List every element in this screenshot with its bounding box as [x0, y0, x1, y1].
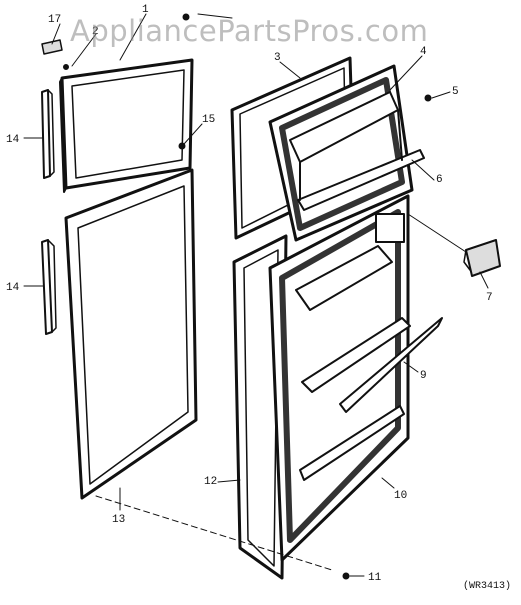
callout-13: 13: [112, 514, 125, 526]
callout-10: 10: [394, 490, 407, 502]
callout-2: 2: [92, 26, 99, 38]
callout-3: 3: [274, 52, 281, 64]
freezer-handle: [41, 89, 55, 179]
callout-12: 12: [204, 476, 217, 488]
hinge-pieces: [41, 13, 190, 150]
freezer-inner-liner: [268, 64, 425, 242]
callout-labels: 1 2 3 4 5 6 7 9 10 11 12 13 14 14 15 17: [6, 4, 493, 584]
callout-11: 11: [368, 572, 382, 584]
callout-5: 5: [452, 86, 459, 98]
callout-14-upper: 14: [6, 134, 20, 146]
callout-17: 17: [48, 14, 61, 26]
freezer-door-panel: [59, 58, 194, 193]
callout-14-lower: 14: [6, 282, 20, 294]
fresh-food-handle: [41, 239, 57, 335]
diagram-code: (WR3413): [462, 581, 511, 592]
callout-7: 7: [486, 292, 493, 304]
watermark: AppliancePartsPros.com: [70, 14, 429, 48]
callout-15: 15: [202, 114, 215, 126]
callout-9: 9: [420, 370, 427, 382]
callout-6: 6: [436, 174, 443, 186]
screws: [342, 94, 432, 580]
fresh-food-inner-liner: [268, 194, 443, 562]
shelf-bin-part: [463, 239, 501, 277]
leader-lines: [23, 13, 489, 577]
callout-1: 1: [142, 4, 149, 16]
fresh-food-door-panel: [64, 168, 198, 500]
callout-4: 4: [420, 46, 427, 58]
